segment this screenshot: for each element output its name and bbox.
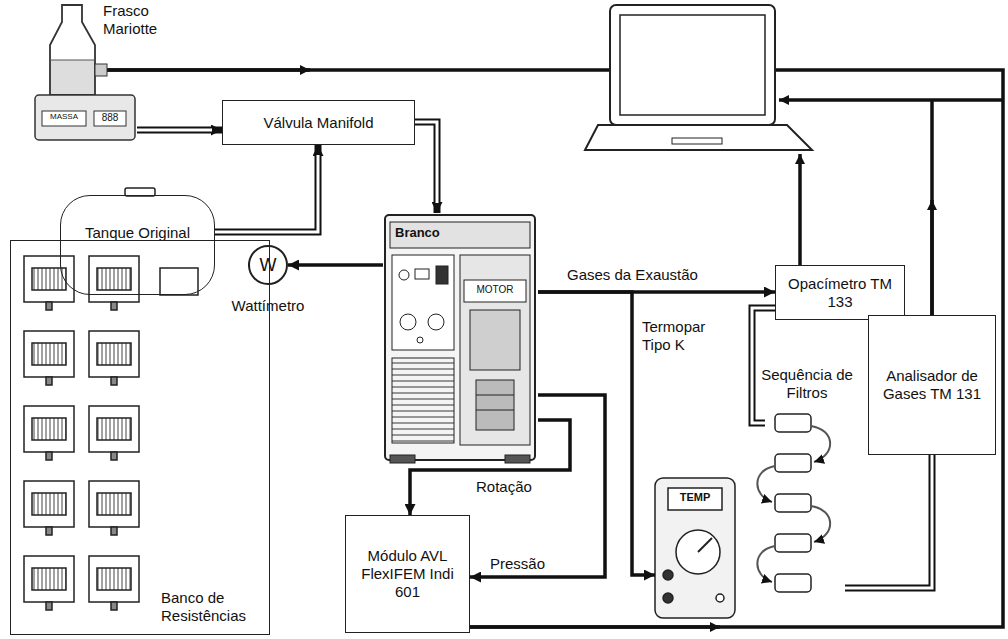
node-box: Analisador de Gases TM 131 — [868, 315, 996, 455]
laptop — [585, 5, 812, 150]
filter-chain — [757, 414, 830, 592]
connector-label: Pressão — [488, 555, 547, 573]
multimeter — [655, 478, 735, 618]
node-box: Branco — [383, 213, 538, 463]
panel-text: 888 — [95, 112, 125, 123]
meter-symbol: W — [248, 255, 288, 277]
node-box: Válvula Manifold — [222, 100, 415, 145]
signal-line — [410, 420, 570, 515]
fuel-line — [215, 145, 318, 232]
connector-label: Gases da Exaustão — [565, 266, 700, 284]
generator — [385, 215, 535, 463]
fuel-line — [415, 122, 437, 213]
fuel-line — [752, 308, 775, 423]
node-box: WWattímetro — [248, 245, 288, 285]
node-box: Módulo AVL FlexIFEM Indi 601 — [345, 515, 470, 633]
panel-text: MOTOR — [465, 284, 525, 295]
node-box: TEMP — [655, 478, 735, 618]
lamp-array — [24, 256, 139, 610]
connector-label: Rotação — [474, 478, 534, 496]
fuel-line — [845, 455, 932, 588]
fuel-line — [137, 130, 222, 131]
signal-line — [538, 292, 655, 575]
meter-label: Wattímetro — [223, 297, 313, 315]
signal-line — [470, 395, 605, 577]
filter-label: Sequência de Filtros — [757, 366, 857, 402]
node-box: Banco de Resistências — [10, 240, 270, 635]
flask-label: Frasco Mariotte — [103, 2, 175, 38]
node-box: Tanque Original — [60, 195, 215, 295]
display-text: TEMP — [668, 491, 722, 504]
module-label: Módulo AVL FlexIFEM Indi 601 — [350, 547, 465, 601]
node-box: Opacímetro TM 133 — [775, 265, 905, 320]
signal-line — [288, 265, 383, 266]
node-box: Sequência de Filtros — [765, 410, 845, 600]
connector-label: Termopar Tipo K — [640, 318, 724, 354]
bank-label: Banco de Resistências — [161, 589, 261, 625]
instrument-label: Opacímetro TM 133 — [780, 275, 900, 311]
panel-text: MASSA — [43, 113, 85, 122]
valve-label: Válvula Manifold — [263, 114, 373, 132]
brand-label: Branco — [395, 225, 465, 241]
instrument-label: Analisador de Gases TM 131 — [873, 367, 991, 403]
signal-wire — [105, 70, 1003, 627]
